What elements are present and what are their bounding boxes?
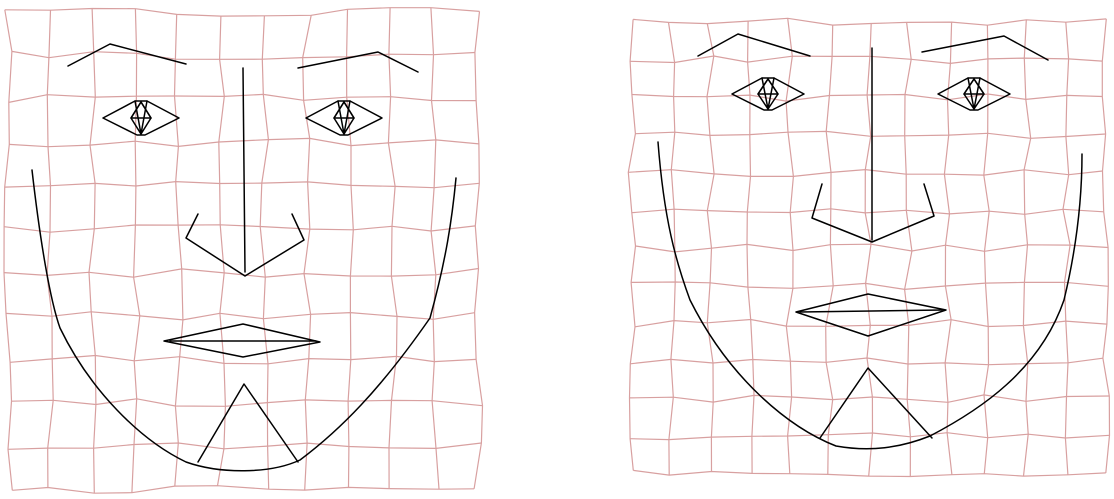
grid-column-line xyxy=(47,10,53,487)
grid-row-line xyxy=(630,56,1102,63)
grid-row-line xyxy=(12,399,483,407)
grid-column-line xyxy=(747,21,754,473)
grid-column-line xyxy=(89,9,96,494)
grid-row-line xyxy=(12,486,474,494)
grid-column-line xyxy=(1063,22,1070,475)
grid-column-line xyxy=(984,25,989,474)
grid-row-line xyxy=(9,94,476,102)
jaw-line xyxy=(658,142,1082,449)
grid-row-line xyxy=(636,244,1109,252)
grid-row-line xyxy=(633,18,1106,25)
left-eyebrow xyxy=(68,44,186,66)
right-deformed-grid xyxy=(628,18,1109,476)
left-face-mesh-panel xyxy=(4,8,483,494)
right-eyebrow xyxy=(922,36,1048,60)
grid-row-line xyxy=(8,443,481,449)
grid-row-line xyxy=(632,209,1104,215)
grid-row-line xyxy=(5,182,480,188)
grid-column-line xyxy=(388,8,397,489)
right-eye-spokes xyxy=(334,101,354,134)
grid-row-line xyxy=(631,282,1108,289)
chin-triangle xyxy=(198,384,298,462)
grid-row-line xyxy=(630,395,1110,402)
nose-bridge xyxy=(243,68,245,272)
right-face-mesh-panel xyxy=(628,18,1109,476)
grid-row-line xyxy=(635,320,1107,327)
grid-row-line xyxy=(12,51,475,59)
grid-column-line xyxy=(175,14,183,486)
grid-column-line xyxy=(1023,20,1030,476)
left-eye-spokes xyxy=(131,101,151,134)
grid-row-line xyxy=(4,225,475,232)
grid-column-line xyxy=(826,25,834,474)
right-eyebrow xyxy=(298,52,418,72)
grid-column-line xyxy=(132,9,140,493)
grid-column-line xyxy=(628,19,635,470)
grid-column-line xyxy=(218,16,226,486)
grid-column-line xyxy=(4,10,12,491)
mouth-center-line xyxy=(800,310,942,312)
left-eyebrow xyxy=(698,34,810,56)
grid-column-line xyxy=(431,8,439,490)
right-eye-spokes xyxy=(964,78,984,109)
grid-column-line xyxy=(303,15,312,490)
left-eye-spokes xyxy=(758,78,778,109)
chin-triangle xyxy=(820,368,932,438)
grid-row-line xyxy=(630,433,1109,440)
grid-column-line xyxy=(1102,19,1109,473)
grid-row-line xyxy=(6,312,475,320)
grid-column-line xyxy=(474,11,482,488)
grid-row-line xyxy=(5,8,480,16)
mouth-outline xyxy=(796,294,946,336)
